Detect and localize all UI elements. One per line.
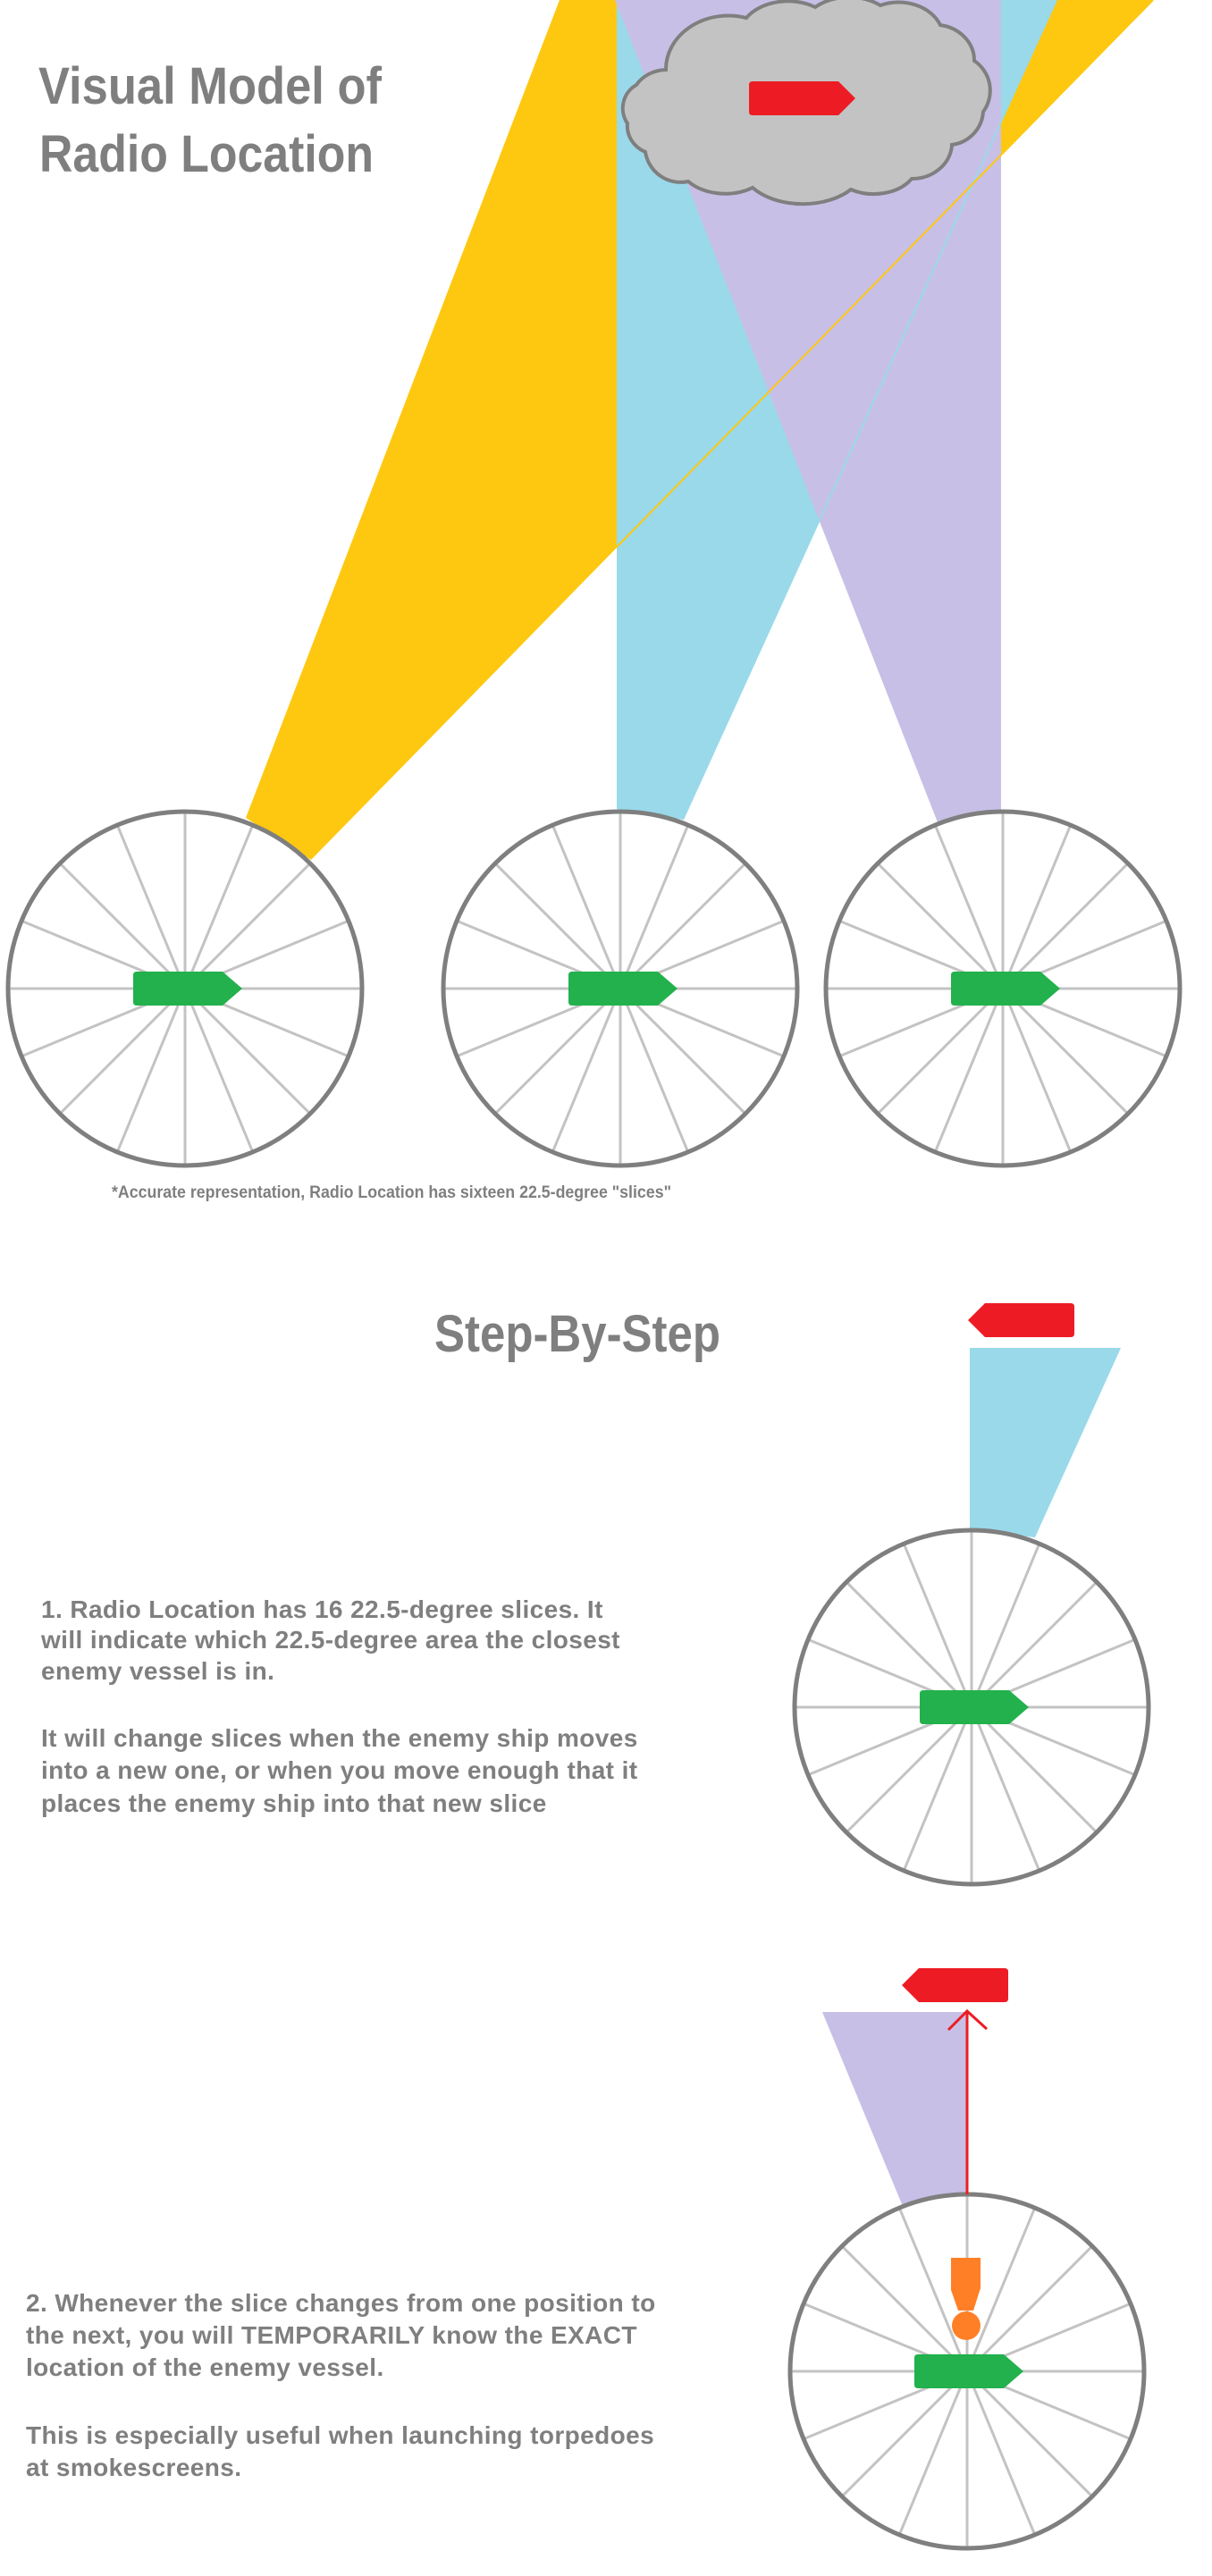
radar-slice-line bbox=[619, 862, 747, 990]
radar-slice-line bbox=[493, 862, 622, 990]
radar-slice-line bbox=[840, 2244, 969, 2373]
radar-slice-line bbox=[551, 824, 622, 989]
radar-slice-line bbox=[1001, 824, 1073, 989]
radar-rim bbox=[441, 809, 800, 1168]
section-title: Step-By-Step bbox=[434, 1305, 720, 1363]
radar-slice-line bbox=[902, 1543, 973, 1708]
player-ship-step2 bbox=[914, 2354, 1023, 2388]
radar-rim bbox=[792, 1528, 1151, 1887]
radar-slice-line bbox=[1001, 988, 1073, 1153]
radar-slice-line bbox=[183, 987, 312, 1115]
player-ship bbox=[951, 972, 1060, 1006]
page-title-line2: Radio Location bbox=[39, 125, 374, 183]
enemy-ship-step1 bbox=[968, 1303, 1074, 1337]
radar-wheel bbox=[441, 809, 800, 1168]
radar-slice-line bbox=[183, 988, 255, 1153]
player-ship bbox=[568, 972, 678, 1006]
enemy-ship-step2 bbox=[902, 1968, 1008, 2002]
radar-slice-line bbox=[183, 862, 312, 990]
radar-rim bbox=[5, 809, 365, 1168]
step1-line: will indicate which 22.5-degree area the… bbox=[40, 1626, 620, 1654]
step1-text: 1. Radio Location has 16 22.5-degree sli… bbox=[40, 1595, 638, 1817]
blue-beam-edge bbox=[682, 0, 1057, 821]
step2-line: location of the enemy vessel. bbox=[26, 2353, 384, 2381]
radar-slice-line bbox=[619, 824, 690, 989]
radar-slice-line bbox=[58, 862, 187, 990]
radar-slice-line bbox=[619, 988, 690, 1153]
radar-slice-line bbox=[933, 988, 1005, 1153]
blue-beam-step1 bbox=[970, 1348, 1121, 1537]
step1-line: enemy vessel is in. bbox=[41, 1657, 274, 1685]
step2-line: the next, you will TEMPORARILY know the … bbox=[26, 2321, 637, 2349]
radar-slice-line bbox=[902, 1706, 973, 1872]
radar-rim bbox=[823, 809, 1183, 1168]
purple-beam-step2 bbox=[822, 2012, 967, 2204]
radar-slice-line bbox=[965, 2244, 1094, 2373]
step2-line: This is especially useful when launching… bbox=[26, 2421, 654, 2449]
radar-slice-line bbox=[845, 1580, 973, 1709]
radar-slice-line bbox=[115, 988, 187, 1153]
radar-slice-line bbox=[845, 1705, 973, 1834]
red-arrow-icon bbox=[947, 2008, 989, 2194]
radar-slice-line bbox=[840, 2370, 969, 2498]
yellow-beam-edge bbox=[616, 0, 1154, 548]
step1-line: places the enemy ship into that new slic… bbox=[41, 1789, 547, 1817]
radar-slice-line bbox=[965, 2207, 1037, 2372]
radar-slice-line bbox=[115, 824, 187, 989]
radar-slice-line bbox=[551, 988, 622, 1153]
step2-line: 2. Whenever the slice changes from one p… bbox=[26, 2289, 656, 2317]
player-ship bbox=[133, 972, 242, 1006]
radar-slice-line bbox=[970, 1705, 1098, 1834]
enemy-ship-hidden bbox=[749, 81, 855, 115]
step1-line: into a new one, or when you move enough … bbox=[41, 1756, 638, 1784]
radar-slice-line bbox=[876, 862, 1005, 990]
radar-slice-line bbox=[58, 987, 187, 1115]
radar-slice-line bbox=[493, 987, 622, 1115]
page-title-line1: Visual Model of bbox=[38, 57, 383, 115]
radar-wheel bbox=[823, 809, 1183, 1168]
radar-slice-line bbox=[897, 2370, 969, 2536]
radar-slice-line bbox=[933, 824, 1005, 989]
exclamation-alert-icon bbox=[951, 2258, 981, 2340]
caption: *Accurate representation, Radio Location… bbox=[112, 1183, 671, 1202]
radar-slice-line bbox=[965, 2370, 1094, 2498]
radar-wheel bbox=[5, 809, 365, 1168]
player-ship bbox=[920, 1690, 1029, 1724]
step1-line: It will change slices when the enemy shi… bbox=[41, 1724, 638, 1752]
step1-line: 1. Radio Location has 16 22.5-degree sli… bbox=[41, 1595, 603, 1623]
radar-wheel bbox=[792, 1528, 1151, 1887]
step2-line: at smokescreens. bbox=[26, 2454, 241, 2481]
radar-slice-line bbox=[970, 1706, 1041, 1872]
radar-slice-line bbox=[183, 824, 255, 989]
step2-text: 2. Whenever the slice changes from one p… bbox=[26, 2289, 656, 2481]
purple-beam bbox=[615, 0, 1001, 822]
radar-slice-line bbox=[970, 1580, 1098, 1709]
radar-slice-line bbox=[876, 987, 1005, 1115]
radar-slice-line bbox=[970, 1543, 1041, 1708]
radar-slice-line bbox=[1001, 987, 1130, 1115]
radar-slice-line bbox=[1001, 862, 1130, 990]
radar-slice-line bbox=[619, 987, 747, 1115]
radar-slice-line bbox=[965, 2370, 1037, 2536]
radar-slice-line bbox=[897, 2207, 969, 2372]
